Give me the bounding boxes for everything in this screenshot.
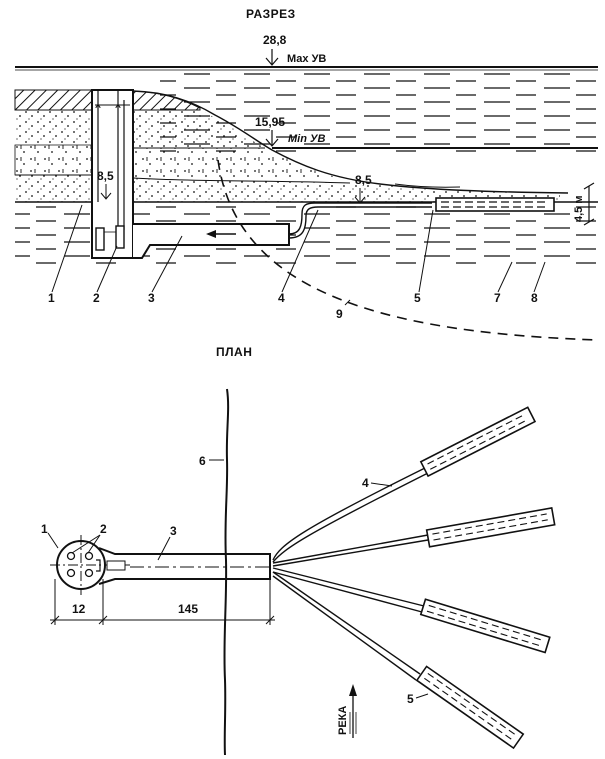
- intake-pipe-2: [272, 507, 556, 567]
- depth-dimension-label: 4,5 м: [573, 196, 585, 223]
- pipe-depth-mark: 8,5: [355, 173, 372, 187]
- callout-7: 7: [494, 291, 501, 305]
- pump-2: [115, 225, 125, 249]
- plan-title: ПЛАН: [216, 345, 252, 359]
- min-level-value: 15,95: [255, 115, 285, 129]
- depth-dimension: 4,5 м: [573, 182, 595, 226]
- pump-1: [95, 227, 105, 251]
- filter-section: [435, 197, 555, 212]
- plan-dimensions: [50, 579, 275, 625]
- arrow-down-icon: [265, 138, 279, 147]
- callout-5: 5: [414, 291, 421, 305]
- river-arrow-icon: [349, 684, 357, 696]
- dimension-shaft: 12: [72, 602, 86, 616]
- max-water-level: 28,8 Мах УВ: [15, 33, 598, 71]
- river-label: РЕКА: [337, 706, 349, 735]
- callout-4: 4: [278, 291, 285, 305]
- callout-1: 1: [48, 291, 55, 305]
- bank-ground: [14, 89, 598, 203]
- intake-pipe-3: [272, 567, 551, 654]
- depression-curve: [217, 159, 599, 341]
- gallery-plan: [98, 547, 271, 585]
- callout-8: 8: [531, 291, 538, 305]
- shaft-well: [91, 89, 134, 259]
- shaft-plan: [50, 535, 130, 595]
- intake-pipe-1: [272, 406, 537, 563]
- river-direction: РЕКА: [337, 684, 357, 738]
- intake-pipe-4: [272, 571, 525, 750]
- section-title: РАЗРЕЗ: [246, 7, 296, 21]
- max-level-label: Мах УВ: [287, 53, 326, 65]
- callout-3: 3: [148, 291, 155, 305]
- arrow-down-icon: [265, 57, 279, 66]
- dimension-gallery: 145: [178, 602, 198, 616]
- plan-callout-3: 3: [170, 524, 177, 538]
- min-level-label: Min УВ: [288, 133, 325, 145]
- flow-arrow-icon: [206, 230, 216, 238]
- plan-callout-2: 2: [100, 522, 107, 536]
- plan-callout-5: 5: [407, 692, 414, 706]
- arrow-down-icon: [354, 196, 366, 204]
- plan-callout-1: 1: [41, 522, 48, 536]
- well-depth-mark: 8,5: [97, 169, 114, 183]
- horizontal-gallery: [133, 202, 432, 259]
- max-level-value: 28,8: [263, 33, 287, 47]
- callout-9: 9: [336, 307, 343, 321]
- arrow-down-icon: [100, 192, 112, 200]
- callout-6: 6: [199, 454, 206, 468]
- shoreline: [223, 388, 230, 756]
- section-leaders: [51, 204, 546, 306]
- min-water-level: 15,95 Min УВ: [255, 115, 598, 149]
- plan-callout-4: 4: [362, 476, 369, 490]
- callout-2: 2: [93, 291, 100, 305]
